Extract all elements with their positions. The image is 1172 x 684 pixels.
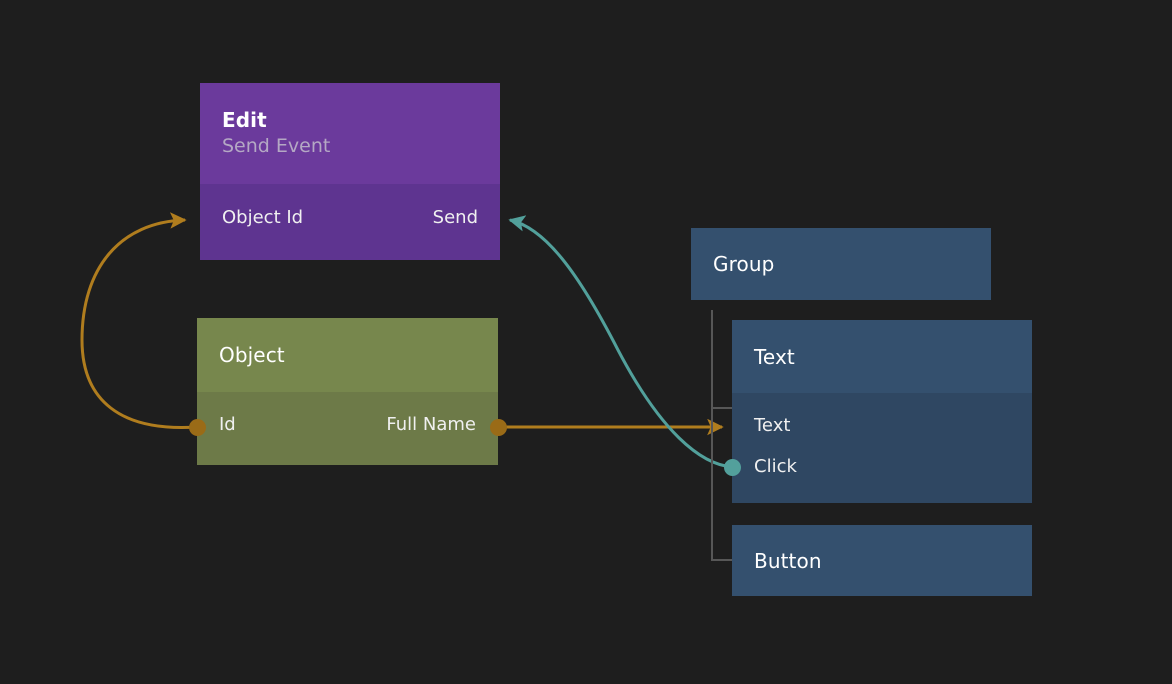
port-label-id[interactable]: Id (219, 414, 236, 435)
node-text[interactable]: Text Text Click (732, 320, 1032, 503)
port-label-object-id[interactable]: Object Id (222, 207, 304, 228)
node-button-header[interactable]: Button (732, 525, 1032, 596)
node-group[interactable]: Group (691, 228, 991, 300)
tree-connector-vertical (711, 310, 713, 561)
node-text-port-row-text: Text (754, 405, 1010, 446)
port-label-click[interactable]: Click (754, 455, 797, 477)
node-edit-port-row: Object Id Send (222, 198, 478, 238)
node-text-title: Text (754, 344, 795, 369)
node-object-port-row: Id Full Name (219, 405, 476, 445)
node-edit-subtitle: Send Event (222, 135, 331, 157)
node-object-body: Id Full Name (197, 392, 498, 465)
node-group-header[interactable]: Group (691, 228, 991, 300)
port-dot-text-click[interactable] (724, 459, 741, 476)
node-group-title: Group (713, 252, 775, 276)
node-text-body: Text Click (732, 393, 1032, 503)
node-text-header[interactable]: Text (732, 320, 1032, 393)
tree-connector-stub-button (711, 559, 733, 561)
port-label-text[interactable]: Text (754, 414, 791, 436)
port-label-send[interactable]: Send (432, 207, 478, 228)
node-button-title: Button (754, 548, 822, 573)
port-label-full-name[interactable]: Full Name (386, 414, 476, 435)
node-edit-body: Object Id Send (200, 184, 500, 260)
port-dot-object-full-name[interactable] (490, 419, 507, 436)
port-dot-object-id[interactable] (189, 419, 206, 436)
node-edit-title: Edit (222, 108, 267, 132)
node-object[interactable]: Object Id Full Name (197, 318, 498, 465)
node-edit[interactable]: Edit Send Event Object Id Send (200, 83, 500, 260)
node-edit-header[interactable]: Edit Send Event (200, 83, 500, 184)
node-text-port-row-click: Click (754, 446, 1010, 487)
tree-connector-stub-text (711, 407, 733, 409)
edge-object-id-to-edit-object-id (80, 212, 198, 430)
node-object-title: Object (219, 343, 285, 367)
node-button[interactable]: Button (732, 525, 1032, 596)
node-object-header[interactable]: Object (197, 318, 498, 392)
